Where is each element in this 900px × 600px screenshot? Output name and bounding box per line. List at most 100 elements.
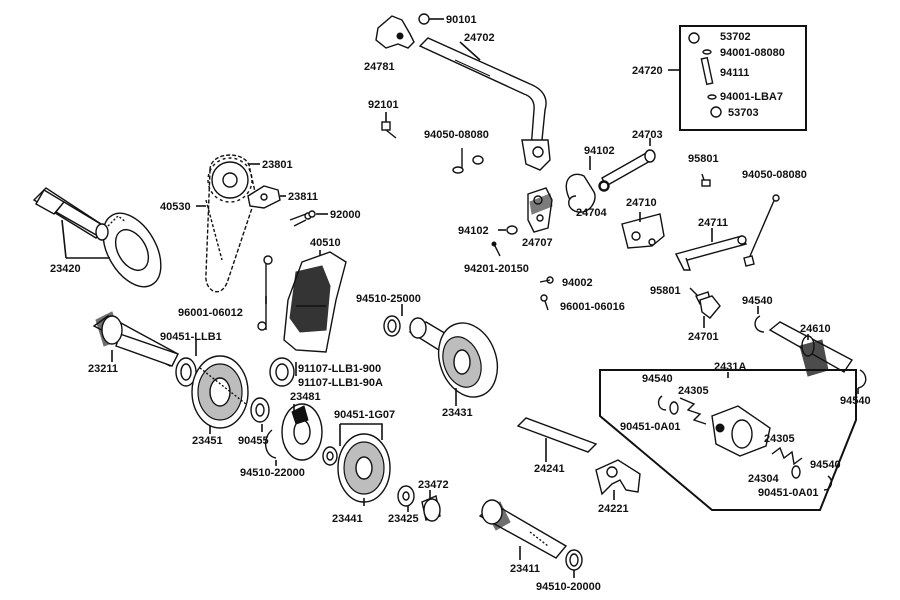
bearing-91107 bbox=[269, 357, 297, 387]
arm-24701 bbox=[699, 295, 721, 328]
label-24704: 24704 bbox=[576, 207, 607, 219]
label-94510-20000: 94510-20000 bbox=[536, 581, 601, 593]
bushing-23472 bbox=[421, 490, 441, 522]
label-2431A: 2431A bbox=[714, 361, 746, 373]
label-94102-a: 94102 bbox=[584, 145, 615, 157]
washer-90451-LLB1 bbox=[175, 340, 197, 387]
label-23425: 23425 bbox=[388, 513, 419, 525]
circlip-94540-c bbox=[857, 369, 867, 394]
label-24221: 24221 bbox=[598, 503, 629, 515]
label-40530: 40530 bbox=[160, 201, 191, 213]
label-24241: 24241 bbox=[534, 463, 565, 475]
label-90101: 90101 bbox=[446, 14, 477, 26]
label-40510: 40510 bbox=[310, 237, 341, 249]
bolts-96001-06012 bbox=[257, 255, 273, 331]
label-95801-a: 95801 bbox=[688, 153, 719, 165]
washer-94102-a bbox=[599, 181, 609, 191]
label-94540-d: 94540 bbox=[810, 459, 841, 471]
label-24305-a: 24305 bbox=[678, 385, 709, 397]
part-labels: 90101 24702 24781 53702 94001-08080 2472… bbox=[50, 14, 871, 593]
link-rod-24711 bbox=[674, 228, 748, 271]
label-24305-b: 24305 bbox=[764, 433, 795, 445]
label-24711: 24711 bbox=[698, 217, 728, 229]
chain-40530 bbox=[196, 154, 257, 293]
kit-box-24720 bbox=[668, 25, 807, 131]
label-94540-b: 94540 bbox=[642, 373, 673, 385]
label-94510-22000: 94510-22000 bbox=[240, 467, 305, 479]
bolt-94050-08080-b bbox=[743, 194, 780, 267]
kit-box-2431A bbox=[599, 369, 857, 511]
label-94002: 94002 bbox=[562, 277, 593, 289]
label-90451-LLB1: 90451-LLB1 bbox=[160, 331, 222, 343]
label-24304: 24304 bbox=[748, 473, 779, 485]
label-24703: 24703 bbox=[632, 129, 663, 141]
fork-24221 bbox=[595, 459, 641, 500]
label-90451-0A01-b: 90451-0A01 bbox=[758, 487, 819, 499]
shaft-gear-23431 bbox=[408, 317, 499, 406]
label-94102-b: 94102 bbox=[458, 225, 489, 237]
washer-bolt-94050-08080-a bbox=[452, 148, 484, 174]
label-23431: 23431 bbox=[442, 407, 473, 419]
ring-90455 bbox=[250, 397, 270, 432]
label-94201-20150: 94201-20150 bbox=[464, 263, 529, 275]
label-23211: 23211 bbox=[88, 363, 118, 375]
label-24707: 24707 bbox=[522, 237, 553, 249]
label-94050-08080-b: 94050-08080 bbox=[742, 169, 807, 181]
label-95801-b: 95801 bbox=[650, 285, 681, 297]
bracket-24710 bbox=[621, 212, 665, 249]
shaft-24241 bbox=[516, 417, 598, 462]
gear-23481 bbox=[281, 403, 323, 461]
label-94111: 94111 bbox=[720, 67, 749, 79]
label-24710: 24710 bbox=[626, 197, 657, 209]
plate-23811 bbox=[247, 185, 286, 209]
label-90451-0A01-a: 90451-0A01 bbox=[620, 421, 681, 433]
label-94001-LBA7: 94001-LBA7 bbox=[720, 91, 783, 103]
circlip-94510-25000 bbox=[383, 304, 403, 337]
bolts-92000 bbox=[289, 210, 328, 227]
circlip-94510-22000 bbox=[265, 429, 277, 466]
label-96001-06012: 96001-06012 bbox=[178, 307, 243, 319]
label-92101: 92101 bbox=[368, 99, 399, 111]
bolt-90101 bbox=[418, 13, 444, 25]
label-91107-LLB1-90A: 91107-LLB1-90A bbox=[298, 377, 383, 389]
label-24610: 24610 bbox=[800, 323, 831, 335]
output-shaft-23411 bbox=[478, 499, 568, 560]
label-23420: 23420 bbox=[50, 263, 81, 275]
label-94540-c: 94540 bbox=[840, 395, 871, 407]
sprocket-23801 bbox=[207, 157, 260, 203]
label-23472: 23472 bbox=[418, 479, 449, 491]
label-23811: 23811 bbox=[288, 191, 318, 203]
label-24720: 24720 bbox=[632, 65, 663, 77]
bolt-92101 bbox=[381, 112, 397, 139]
label-94510-25000: 94510-25000 bbox=[356, 293, 421, 305]
label-91107-LLB1-900: 91107-LLB1-900 bbox=[298, 363, 381, 375]
label-24781: 24781 bbox=[364, 61, 395, 73]
label-92000: 92000 bbox=[330, 209, 361, 221]
gear-23451 bbox=[191, 355, 249, 434]
label-23801: 23801 bbox=[262, 159, 293, 171]
label-23441: 23441 bbox=[332, 513, 363, 525]
label-96001-06016: 96001-06016 bbox=[560, 301, 625, 313]
pin-94201-20150 bbox=[491, 241, 501, 257]
washer-94102-b bbox=[498, 225, 518, 235]
label-90451-1G07: 90451-1G07 bbox=[334, 409, 395, 421]
kick-lever-arm-24702 bbox=[418, 37, 551, 171]
label-90455: 90455 bbox=[238, 435, 269, 447]
gear-23441 bbox=[337, 423, 391, 506]
spindle-24610 bbox=[768, 321, 854, 377]
circlip-94540-a bbox=[754, 306, 765, 333]
label-23451: 23451 bbox=[192, 435, 223, 447]
bushing-23425 bbox=[397, 485, 415, 512]
pin-24703 bbox=[601, 138, 656, 187]
circlip-94510-20000 bbox=[565, 549, 583, 578]
chain-guide-40510 bbox=[283, 250, 347, 353]
label-53703: 53703 bbox=[728, 107, 759, 119]
label-23411: 23411 bbox=[510, 563, 540, 575]
label-94001-08080: 94001-08080 bbox=[720, 47, 785, 59]
label-94540-a: 94540 bbox=[742, 295, 773, 307]
kick-pedal-24781 bbox=[375, 15, 415, 49]
label-94050-08080-a: 94050-08080 bbox=[424, 129, 489, 141]
label-24701: 24701 bbox=[688, 331, 719, 343]
label-23481: 23481 bbox=[290, 391, 321, 403]
